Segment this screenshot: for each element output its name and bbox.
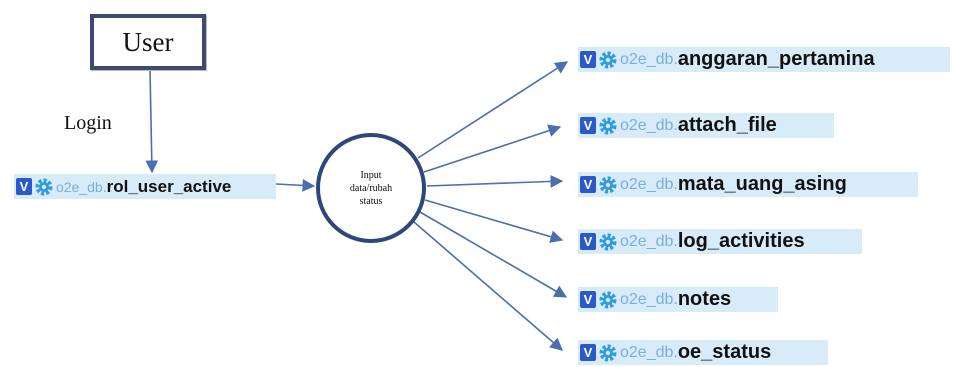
- process-to-mata-uang-arrow: [426, 175, 564, 188]
- table-name: attach_file: [677, 114, 777, 136]
- gear-icon: [598, 232, 618, 252]
- process-to-notes-arrow: [419, 211, 568, 298]
- dot-separator: .: [673, 232, 678, 250]
- dot-separator: .: [673, 343, 678, 361]
- schema-name: o2e_db: [620, 50, 674, 68]
- view-badge-icon: V: [580, 344, 596, 361]
- gear-icon: [34, 177, 54, 197]
- source-to-process-arrow: [275, 179, 316, 192]
- dot-separator: .: [673, 50, 678, 68]
- view-badge-icon: V: [580, 117, 596, 134]
- gear-icon: [598, 290, 618, 310]
- process-to-anggaran-arrow: [417, 61, 569, 159]
- view-badge-icon: V: [16, 178, 32, 195]
- process-line-2: data/rubah: [349, 182, 393, 194]
- view-badge-icon: V: [580, 233, 596, 250]
- login-label: Login: [64, 112, 112, 134]
- source-table-label: V o2e_db.rol_user_active: [14, 174, 276, 199]
- table-name: notes: [677, 288, 732, 310]
- view-badge-icon: V: [580, 176, 596, 193]
- gear-icon: [598, 175, 618, 195]
- dot-separator: .: [673, 290, 678, 308]
- process-to-log-arrow: [424, 199, 564, 243]
- process-text: Input data/rubah status: [331, 169, 411, 208]
- user-to-source-arrow: [145, 69, 159, 174]
- process-to-attach-arrow: [423, 124, 562, 173]
- schema-name: o2e_db: [620, 343, 674, 361]
- target-table-label-notes: V o2e_db.notes: [578, 287, 778, 312]
- dot-separator: .: [673, 175, 678, 193]
- target-table-label-attach: V o2e_db.attach_file: [578, 113, 834, 138]
- gear-icon: [598, 50, 618, 70]
- target-table-label-mata-uang: V o2e_db.mata_uang_asing: [578, 172, 918, 197]
- table-name: mata_uang_asing: [677, 173, 847, 195]
- schema-name: o2e_db: [620, 116, 674, 134]
- process-circle: Input data/rubah status: [316, 133, 426, 243]
- process-line-3: status: [359, 195, 383, 207]
- view-badge-icon: V: [580, 51, 596, 68]
- table-name: rol_user_active: [106, 176, 232, 196]
- dot-separator: .: [102, 178, 107, 195]
- gear-icon: [598, 116, 618, 136]
- table-name: anggaran_pertamina: [677, 48, 875, 70]
- user-entity-box: User: [90, 14, 206, 70]
- target-table-label-anggaran: V o2e_db.anggaran_pertamina: [578, 47, 950, 72]
- schema-name: o2e_db: [620, 175, 674, 193]
- user-label: User: [122, 26, 174, 57]
- dot-separator: .: [673, 116, 678, 134]
- table-name: log_activities: [677, 230, 805, 252]
- process-line-1: Input: [360, 169, 382, 181]
- schema-name: o2e_db: [620, 232, 674, 250]
- gear-icon: [598, 343, 618, 363]
- view-badge-icon: V: [580, 291, 596, 308]
- table-name: oe_status: [677, 341, 772, 363]
- process-to-oe-status-arrow: [413, 221, 563, 351]
- schema-name: o2e_db: [620, 290, 674, 308]
- target-table-label-oe-status: V o2e_db.oe_status: [578, 340, 828, 365]
- target-table-label-log: V o2e_db.log_activities: [578, 229, 862, 254]
- schema-name: o2e_db: [56, 178, 103, 195]
